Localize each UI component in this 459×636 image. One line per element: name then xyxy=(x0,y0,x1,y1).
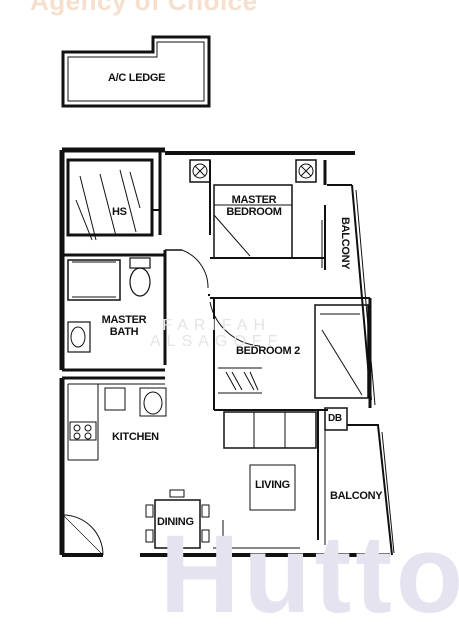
master-bed xyxy=(213,184,293,259)
bedroom2-bed xyxy=(314,304,369,399)
master-bedroom-label-line1: MASTER xyxy=(231,194,277,206)
hs-shelving xyxy=(75,169,141,241)
dining-table xyxy=(154,499,201,549)
agent-watermark: FARIFAH ALSAGOFF xyxy=(150,318,283,350)
hs-room xyxy=(66,158,154,237)
bedroom2-label: BEDROOM 2 xyxy=(236,345,300,357)
agency-watermark: Agency of Choice xyxy=(30,0,258,16)
master-bath-label: MASTER BATH xyxy=(100,314,148,338)
balcony-bottom-label: BALCONY xyxy=(330,490,383,502)
master-bath-label-line1: MASTER xyxy=(101,314,147,326)
floor-plan: Agency of Choice xyxy=(30,0,459,630)
master-bath-label-line2: BATH xyxy=(109,326,139,338)
ac-ledge-outline xyxy=(61,35,211,108)
kitchen-label: KITCHEN xyxy=(112,431,159,443)
balcony-top-label: BALCONY xyxy=(339,217,351,270)
bedroom2-wardrobe xyxy=(225,371,259,391)
floor-plan-drawing xyxy=(59,35,395,557)
sofa xyxy=(223,411,317,449)
hs-label: HS xyxy=(112,206,127,218)
master-bedroom-label-line2: BEDROOM xyxy=(226,206,282,218)
ac-ledge-label: A/C LEDGE xyxy=(108,72,166,84)
agent-watermark-line1: FARIFAH xyxy=(162,317,272,334)
db-label: DB xyxy=(328,413,342,424)
master-bedroom-label: MASTER BEDROOM xyxy=(224,194,284,218)
brand-watermark: Hutto xyxy=(160,513,459,636)
dining-label: DINING xyxy=(157,516,194,528)
agent-watermark-line2: ALSAGOFF xyxy=(150,333,284,350)
living-label: LIVING xyxy=(255,479,290,491)
